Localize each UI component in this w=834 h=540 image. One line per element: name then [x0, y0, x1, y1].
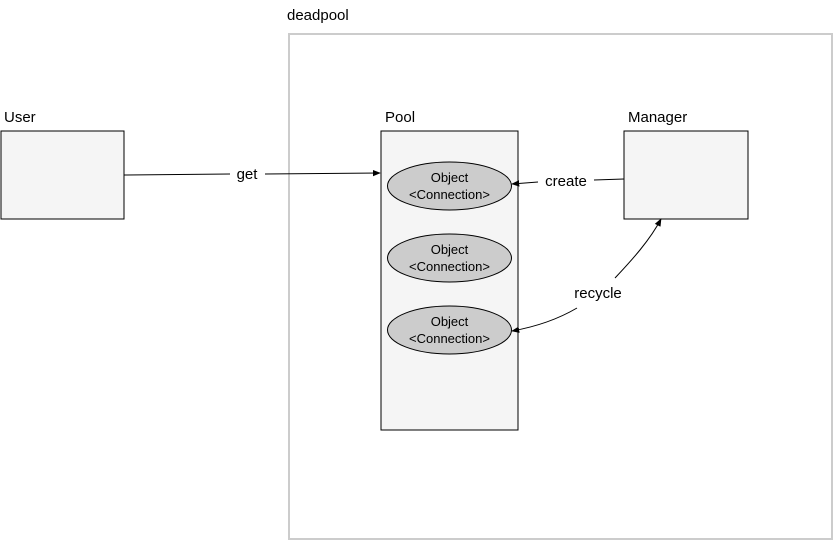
pool-label: Pool [385, 109, 415, 126]
object-node-1-type: <Connection> [409, 187, 490, 202]
object-node-3-type: <Connection> [409, 331, 490, 346]
edge-create-label: create [545, 173, 587, 190]
deadpool-container [288, 33, 833, 540]
edge-get: get [123, 166, 381, 183]
manager-label: Manager [628, 109, 687, 126]
object-node-1[interactable]: Object <Connection> [387, 161, 512, 211]
edge-create-line [593, 178, 625, 181]
object-node-2-type: <Connection> [409, 259, 490, 274]
edge-create-arrow [511, 180, 539, 187]
edge-get-label: get [237, 166, 259, 183]
edge-recycle: recycle [511, 218, 662, 333]
edge-create: create [511, 173, 625, 190]
object-node-1-title: Object [431, 170, 469, 185]
deadpool-label: deadpool [287, 7, 349, 24]
edge-recycle-label: recycle [574, 285, 622, 302]
manager-box[interactable] [623, 130, 749, 220]
edge-recycle-lower [511, 307, 578, 333]
user-box[interactable] [0, 130, 125, 220]
edge-get-line [123, 173, 231, 176]
object-node-2[interactable]: Object <Connection> [387, 233, 512, 283]
edge-get-arrow [264, 169, 381, 177]
object-node-3[interactable]: Object <Connection> [387, 305, 512, 355]
object-node-3-title: Object [431, 314, 469, 329]
edge-recycle-upper [614, 218, 662, 279]
object-node-2-title: Object [431, 242, 469, 257]
user-label: User [4, 109, 36, 126]
